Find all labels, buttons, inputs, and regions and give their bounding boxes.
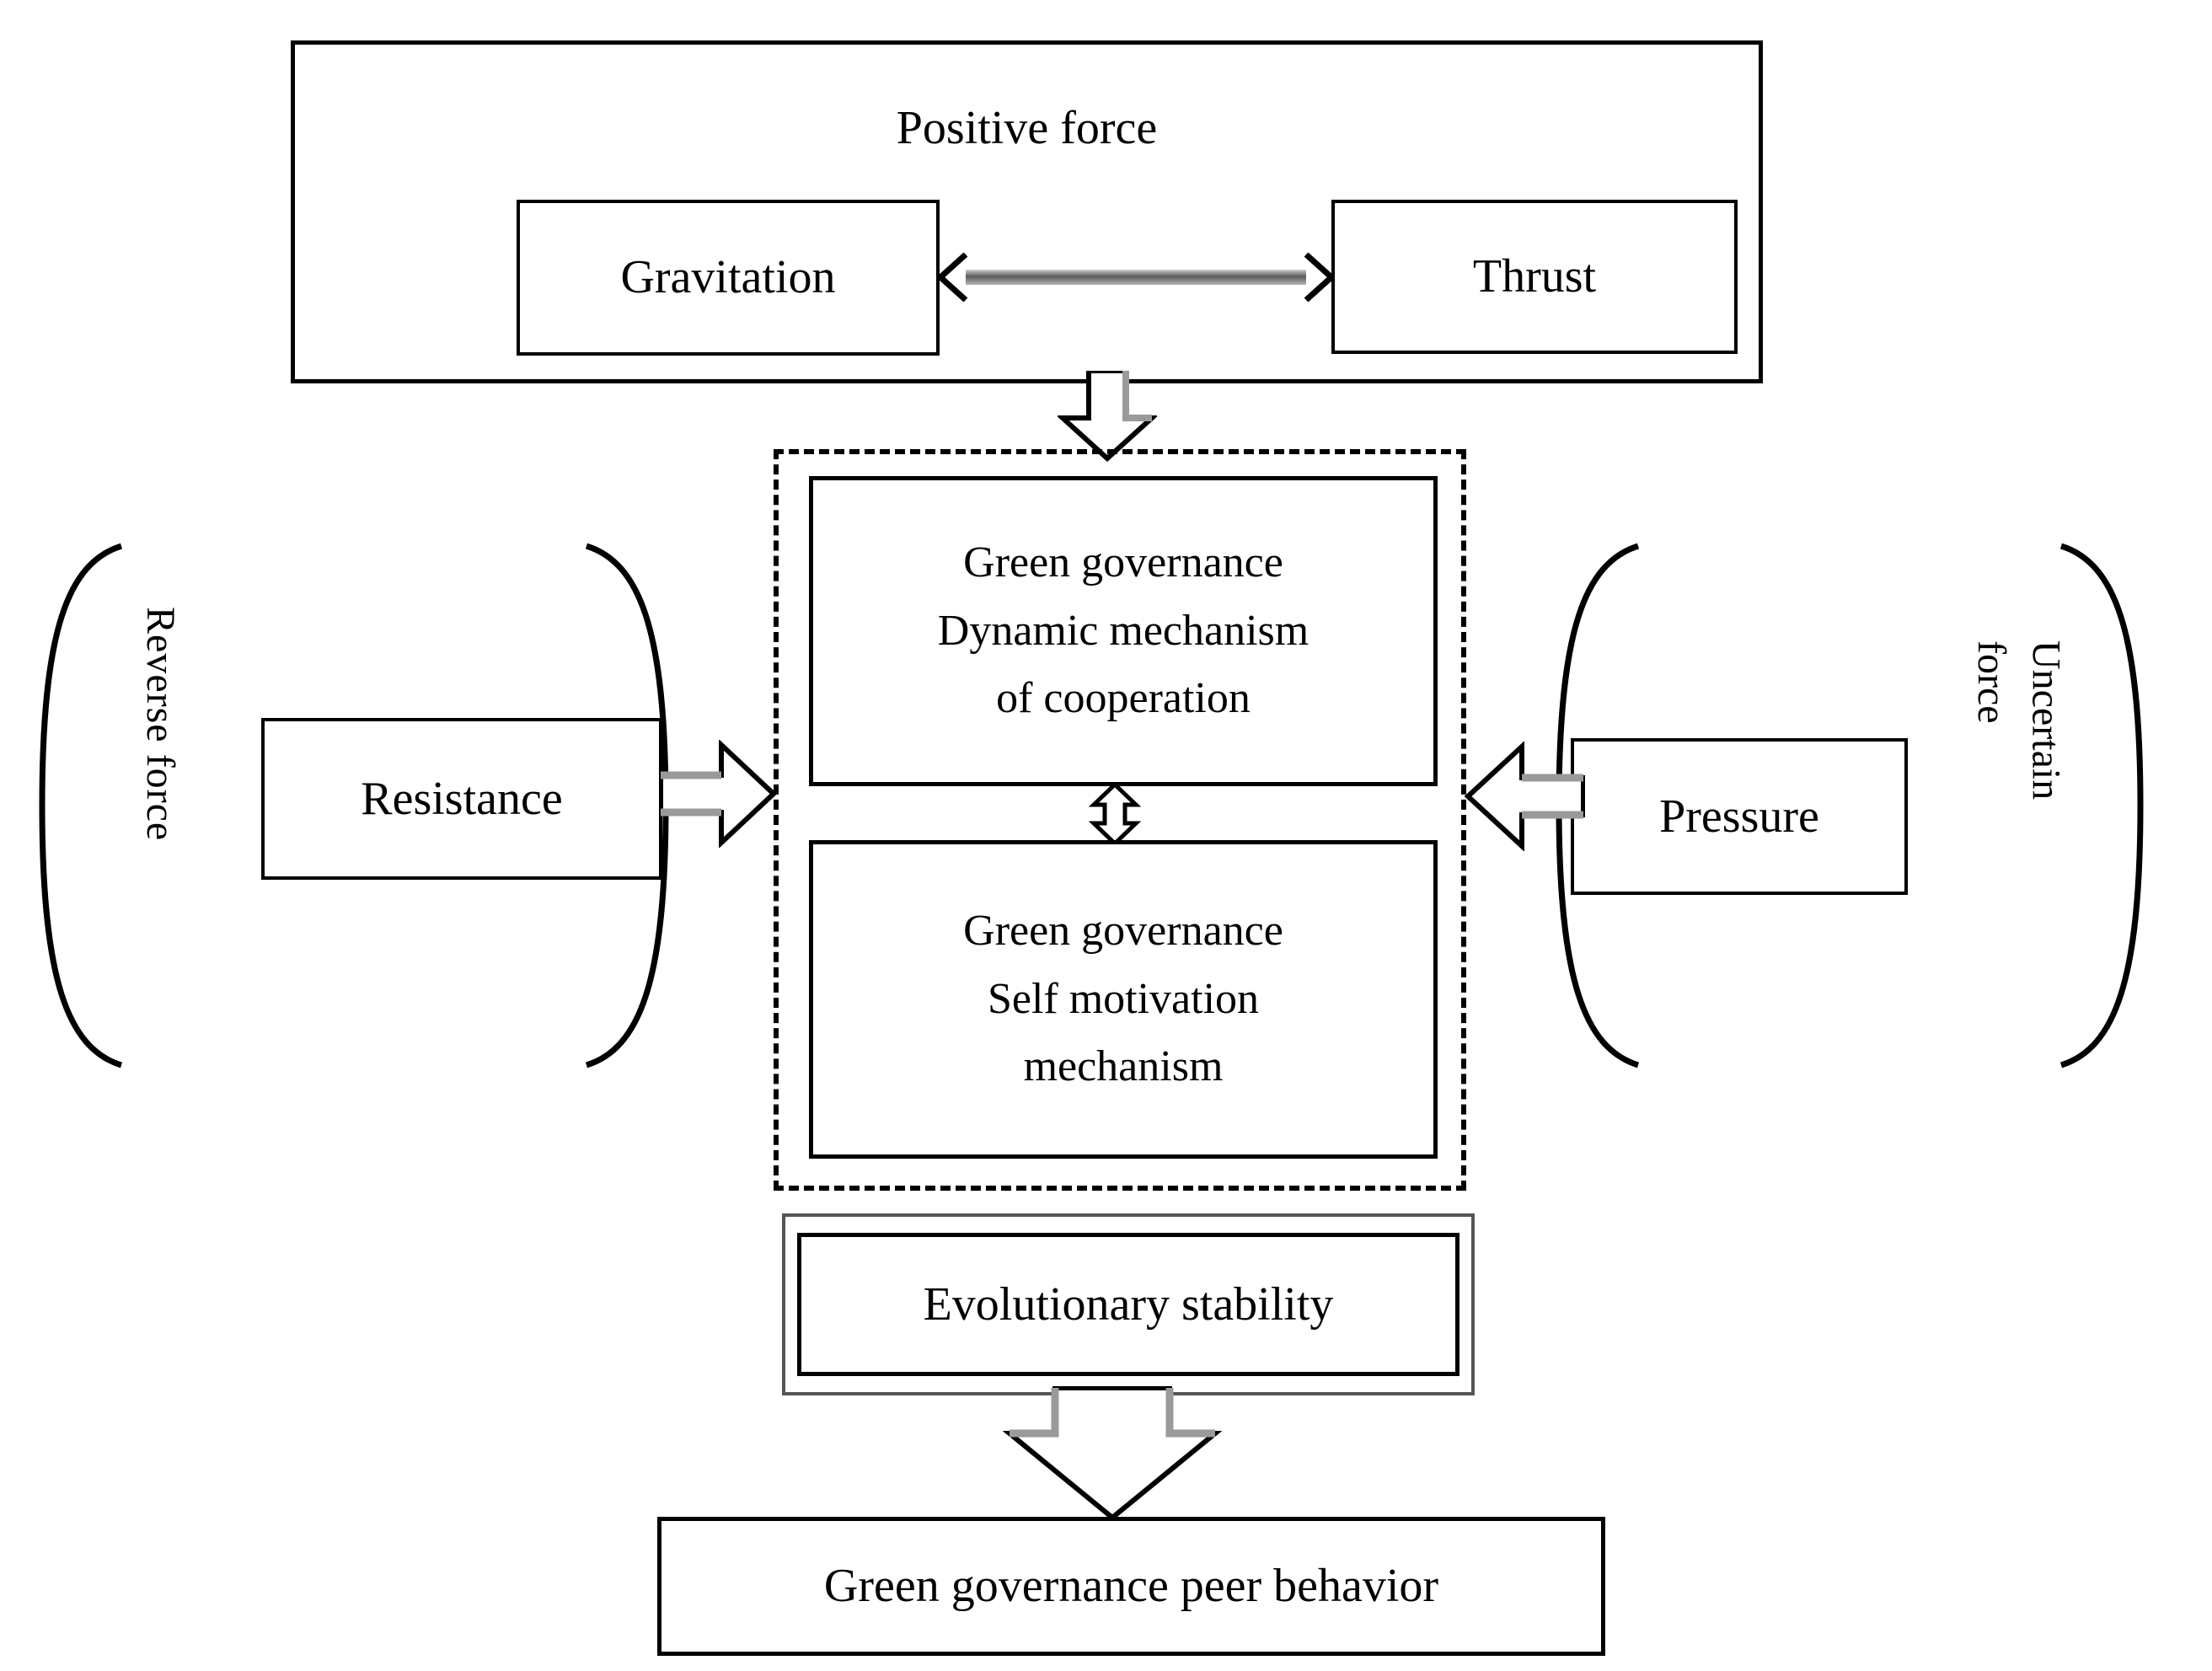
gravitation-label: Gravitation [620,251,836,304]
block-arrow-right-icon [659,740,777,848]
cooperation-mechanism-label: Green governance Dynamic mechanism of co… [937,538,1310,723]
resistance-box[interactable]: Resistance [261,718,662,880]
block-arrow-down-icon [1058,371,1157,462]
reverse-force-label: Reverse force [138,607,183,842]
positive-force-title: Positive force [896,102,1158,154]
pressure-label: Pressure [1659,790,1819,843]
self-motivation-mechanism-box[interactable]: Green governance Self motivation mechani… [809,840,1438,1159]
double-headed-vertical-arrow-icon [1088,783,1142,845]
thrust-box[interactable]: Thrust [1331,200,1738,354]
peer-behavior-box[interactable]: Green governance peer behavior [657,1517,1605,1656]
reverse-force-bracket-left-icon [39,543,123,1068]
thrust-label: Thrust [1472,250,1597,303]
evolutionary-stability-box[interactable]: Evolutionary stability [797,1233,1459,1376]
peer-behavior-label: Green governance peer behavior [823,1560,1439,1613]
evolutionary-stability-label: Evolutionary stability [923,1277,1334,1331]
double-headed-horizontal-arrow-icon [937,253,1335,302]
core-dashed-container [774,449,1466,1191]
block-arrow-down-wide-icon [1003,1386,1222,1521]
cooperation-mechanism-box[interactable]: Green governance Dynamic mechanism of co… [809,476,1438,786]
gravitation-box[interactable]: Gravitation [517,200,940,356]
resistance-label: Resistance [361,772,563,825]
block-arrow-left-icon [1464,742,1585,851]
pressure-box[interactable]: Pressure [1571,738,1908,895]
uncertain-force-bracket-right-icon [2059,543,2144,1068]
self-motivation-mechanism-label: Green governance Self motivation mechani… [963,907,1283,1091]
uncertain-force-label: Uncertain force [1968,640,2069,801]
